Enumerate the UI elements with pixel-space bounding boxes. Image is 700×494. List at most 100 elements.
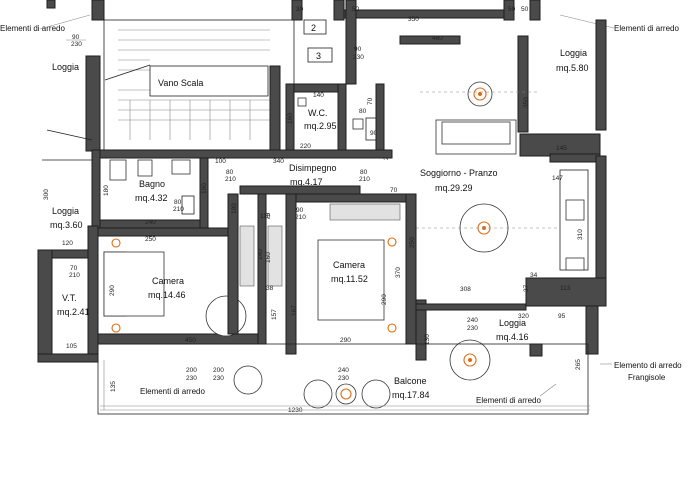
stair-number-2: 2 <box>311 23 316 33</box>
dim-113: 113 <box>560 285 571 292</box>
soggiorno-area: mq.29.29 <box>435 183 473 193</box>
dim-100: 100 <box>215 158 226 165</box>
dim-80-d: 80 <box>174 199 182 206</box>
wall-top-right <box>503 0 515 21</box>
dim-460: 460 <box>432 35 443 42</box>
balcone-area: mq.17.84 <box>392 390 430 400</box>
dim-308: 308 <box>460 286 471 293</box>
arredo-bl-label: Elementi di arredo <box>140 387 205 396</box>
dim-70-b: 70 <box>390 187 398 194</box>
stair-box-3 <box>307 47 333 63</box>
wall-wc-right <box>337 83 347 155</box>
vano-scala-label: Vano Scala <box>158 78 203 88</box>
arredo-tl-label: Elementi di arredo <box>0 24 65 33</box>
dim-250: 250 <box>145 236 156 243</box>
wall-kitchen-top2 <box>549 153 601 163</box>
camera1-lamp-top <box>111 238 121 248</box>
camera1-area: mq.14.46 <box>148 290 186 300</box>
camera1-lamp-bottom <box>111 323 121 333</box>
balcone-label: Balcone <box>394 376 427 386</box>
dim-140: 140 <box>313 92 324 99</box>
dim-310: 310 <box>577 229 584 240</box>
camera1-bed <box>103 251 165 317</box>
wall-top-mid <box>291 0 303 21</box>
dim-350-v: 350 <box>523 97 530 108</box>
dim-370: 370 <box>395 267 402 278</box>
stair-steps <box>104 29 270 140</box>
loggia-br-area: mq.4.16 <box>496 332 529 342</box>
dim-90-wc: 90 <box>370 130 378 137</box>
stair-box-2 <box>303 19 327 35</box>
dim-110: 110 <box>260 213 271 220</box>
wall-camera1-bottom <box>97 333 259 345</box>
dim-220: 220 <box>300 143 311 150</box>
balcone-outline <box>97 343 589 415</box>
wall-top-right2 <box>529 0 541 21</box>
wall-loggia-tr-right <box>595 19 607 131</box>
dim-90: 90 <box>296 207 304 214</box>
dim-210-f: 210 <box>69 272 80 279</box>
wall-camera1-top <box>97 227 239 237</box>
balcone-chair-right <box>361 379 391 409</box>
camera1-chair <box>205 295 247 337</box>
wall-closet-right <box>285 193 297 355</box>
dim-130: 130 <box>424 334 431 345</box>
dim-265: 265 <box>575 359 582 370</box>
wc-area: mq.2.95 <box>304 121 337 131</box>
wall-loggia-tr-left <box>517 35 529 133</box>
dim-1230: 1230 <box>288 407 303 414</box>
camera2-bed <box>317 239 385 321</box>
wardrobe-left <box>239 225 255 287</box>
dim-250-b: 250 <box>409 237 416 248</box>
wc-sink <box>352 118 364 130</box>
dim-200-b: 200 <box>213 367 224 374</box>
dim-145: 145 <box>556 145 567 152</box>
dim-95: 95 <box>558 313 566 320</box>
dim-240-c: 240 <box>338 367 349 374</box>
sofa-seat <box>441 121 511 145</box>
stair-landing <box>149 65 269 97</box>
dim-140-b: 140 <box>257 249 264 260</box>
arredo-bc-label: Elementi di arredo <box>476 396 541 405</box>
dim-230-b: 230 <box>467 325 478 332</box>
dim-290-c: 290 <box>340 337 351 344</box>
dim-90-a: 90 <box>72 34 80 41</box>
dim-210-e: 210 <box>295 214 306 221</box>
wardrobe-right <box>267 225 283 287</box>
vt-label: V.T. <box>62 293 77 303</box>
wall-vt-right <box>87 225 99 363</box>
arredo-right-label: Elemento di arredo <box>614 361 682 370</box>
wall-wc-outer <box>375 83 385 155</box>
wall-top-mid2 <box>333 0 345 21</box>
bagno-bidet <box>137 159 153 177</box>
dim-167: 167 <box>291 305 298 316</box>
dim-290-b: 290 <box>381 294 388 305</box>
balcone-chair-left <box>233 365 263 395</box>
dim-190: 190 <box>201 183 208 194</box>
wc-label: W.C. <box>308 108 328 118</box>
wall-top-band <box>343 9 505 19</box>
wall-vt-top <box>51 249 89 259</box>
wall-camera2-top <box>295 193 407 203</box>
disimpegno-label: Disimpegno <box>289 163 337 173</box>
wall-vt-bottom <box>37 353 99 363</box>
wall-kitchen-bottom <box>525 277 607 307</box>
loggia-pillar <box>529 343 543 357</box>
bagno-label: Bagno <box>139 179 165 189</box>
bagno-toilet <box>109 159 127 181</box>
bagno-door <box>181 195 195 215</box>
disimpegno-area: mq.4.17 <box>290 177 323 187</box>
balcone-lamp <box>340 388 352 400</box>
loggia-br-label: Loggia <box>499 318 526 328</box>
soggiorno-label: Soggiorno - Pranzo <box>420 168 498 178</box>
wall-loggia-br-right <box>585 305 599 355</box>
loggia-l-area: mq.3.60 <box>50 220 83 230</box>
dim-135: 135 <box>110 381 117 392</box>
wall-camera2-right <box>405 193 417 345</box>
dim-50-c: 50 <box>521 6 529 13</box>
camera2-wardrobe <box>329 203 401 221</box>
dim-147: 147 <box>552 175 563 182</box>
dim-160-b: 160 <box>265 252 272 263</box>
frangisole-label: Frangisole <box>628 373 666 382</box>
wall-bagno-left <box>91 149 101 231</box>
